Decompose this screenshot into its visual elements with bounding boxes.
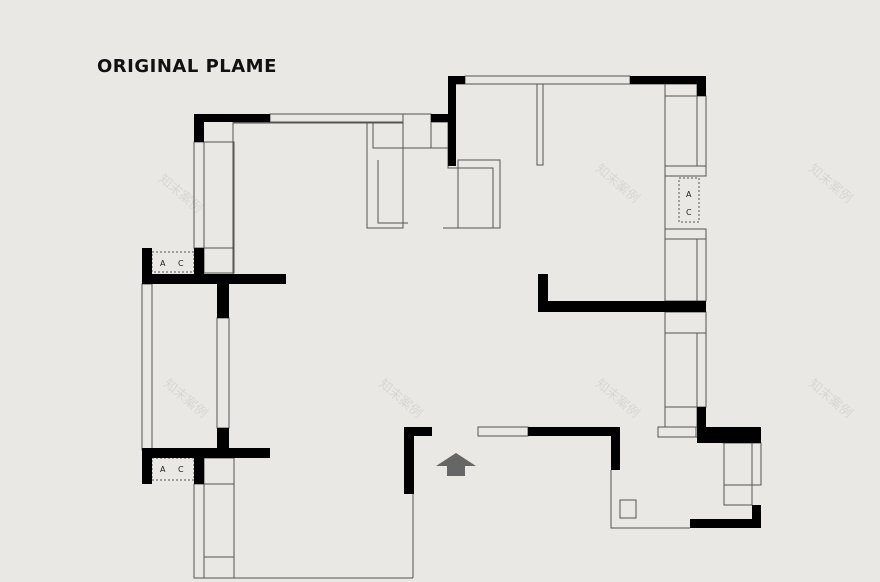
wall [528,427,620,436]
window [402,113,432,149]
wall [404,427,414,494]
window-sill [723,442,753,486]
ac-label-a: A [160,465,166,474]
wall [194,448,204,484]
ac-box [151,457,195,481]
room-outline [457,159,501,229]
wall [431,114,456,122]
wall [142,248,152,284]
ac-label-c: C [178,465,184,474]
window-sill [664,228,707,240]
wall [194,114,270,122]
ac-box [678,177,700,223]
wall [538,301,706,312]
window-sill [203,483,235,558]
window-sill [664,311,707,334]
thin-walls [141,75,762,579]
wall-line [377,160,408,224]
window-sill [657,426,697,438]
window-sill [203,247,235,274]
wall-line [536,84,544,166]
door-threshold [477,426,529,437]
window [193,483,205,579]
plan-title: ORIGINAL PLAME [97,56,277,77]
wall [538,274,548,312]
window-sill [203,141,235,249]
ac-label-a: A [686,190,692,199]
watermark: 知末案例 [805,161,855,207]
window-sill [203,556,235,579]
fixture [619,499,637,519]
wall [752,505,761,528]
wall [697,427,761,443]
watermark: 知末案例 [592,376,642,422]
window [696,332,707,408]
wall [611,427,620,470]
wall [142,448,270,458]
wall [630,76,706,84]
window-sill [664,332,698,408]
window [464,75,631,85]
wall [142,448,152,484]
watermark: 知末案例 [375,376,425,422]
ac-label-a: A [160,259,166,268]
wall [697,407,706,437]
wall [448,76,465,84]
room-outline [372,121,404,149]
watermark: 知末案例 [155,171,205,217]
window [696,95,707,167]
watermark: 知末案例 [805,376,855,422]
window-sill [664,165,707,177]
wall [142,274,286,284]
window [193,141,205,249]
structural-walls [142,76,761,528]
window-sill [664,95,698,167]
wall [404,427,432,436]
window-sill [203,457,235,485]
ac-labels: A C A C A C [160,190,692,474]
window-sill [723,484,753,506]
window [216,317,230,429]
window-sill [664,238,698,302]
wall [697,76,706,96]
ac-label-c: C [178,259,184,268]
wall-line [610,470,690,529]
window [141,283,153,451]
window [696,238,707,302]
wall [194,114,204,142]
up-arrow-icon [436,453,476,476]
watermark: 知末案例 [592,161,642,207]
wall [194,248,204,278]
room-outline [366,121,404,229]
wall [217,428,229,452]
room-outline [430,121,449,149]
wall [690,519,761,528]
watermark: 知末案例 [160,376,210,422]
ac-box [151,251,195,273]
ac-label-c: C [686,208,692,217]
wall [217,274,229,318]
window [751,442,762,486]
watermarks: 知末案例 知末案例 知末案例 知末案例 知末案例 知末案例 知末案例 [155,161,855,422]
window-sill [664,83,698,97]
window-sill [664,406,698,428]
